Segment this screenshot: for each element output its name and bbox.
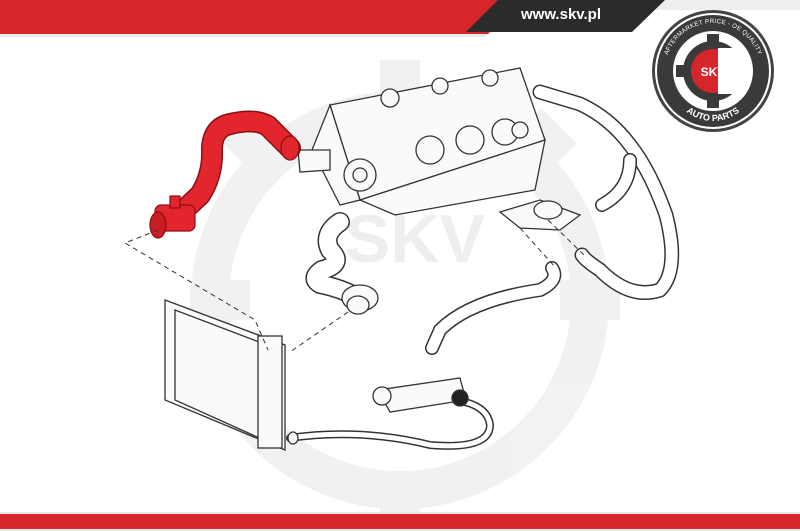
badge-center-text: SKV	[701, 65, 726, 79]
fittings	[287, 199, 582, 445]
skv-logo-badge: SKV AFTERMARKET PRICE - OE QUALITY AUTO …	[652, 10, 774, 132]
website-url[interactable]: www.skv.pl	[520, 6, 602, 23]
hoses	[286, 84, 680, 450]
radiator	[164, 299, 286, 451]
footer-red-stripe	[0, 514, 800, 529]
footer-band	[0, 512, 800, 531]
highlighted-hose	[149, 110, 301, 239]
engine-block	[297, 67, 546, 216]
watermark-text: SKV	[345, 201, 485, 277]
header-band	[0, 0, 800, 37]
leader-lines	[123, 219, 585, 353]
